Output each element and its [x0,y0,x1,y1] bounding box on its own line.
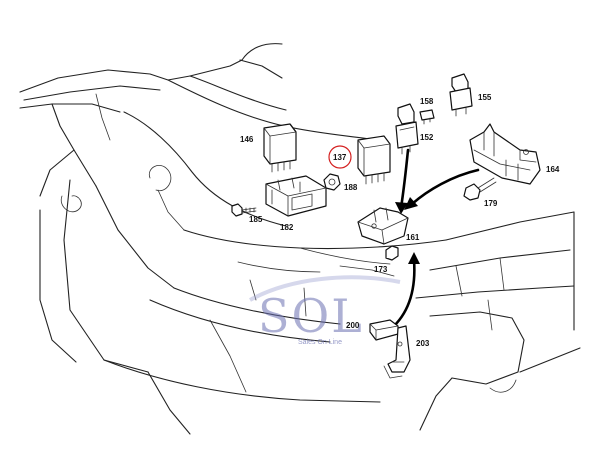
callout-203: 203 [416,339,430,348]
highlight-circle-137 [328,145,352,169]
callout-161: 161 [406,233,420,242]
arrows [392,148,480,328]
part-182-socket [265,175,327,217]
part-200-connector [369,319,399,341]
part-179-screw [463,177,497,201]
arrow-head-152 [395,202,408,214]
callout-155: 155 [478,93,492,102]
part-146-relay [263,123,297,173]
callout-200: 200 [346,321,360,330]
arrow-head-200 [408,252,420,264]
callout-152: 152 [420,133,434,142]
car-body-outline [19,43,581,435]
callout-labels: 146 137 188 185 182 158 152 155 164 179 … [240,93,560,348]
callout-146: 146 [240,135,254,144]
watermark-logo: SOL Sales On Line [249,275,401,346]
part-164-bracket [469,123,541,185]
part-137-relay [357,135,391,185]
part-152-relay [395,103,419,155]
callout-137: 137 [333,153,347,162]
part-185-bolt [231,203,257,217]
part-158-fuse [419,109,435,125]
callout-173: 173 [374,265,388,274]
callout-158: 158 [420,97,434,106]
callout-164: 164 [546,165,560,174]
svg-text:SOL: SOL [258,289,364,343]
arrow-head-164 [404,197,418,210]
callout-185: 185 [249,215,263,224]
callout-179: 179 [484,199,498,208]
watermark-tagline: Sales On Line [298,339,342,346]
part-161-holder [357,207,409,245]
part-155-relay [449,73,473,117]
part-173-nut [385,245,399,261]
part-203-bracket [383,325,411,379]
callout-182: 182 [280,223,294,232]
callout-188: 188 [344,183,358,192]
